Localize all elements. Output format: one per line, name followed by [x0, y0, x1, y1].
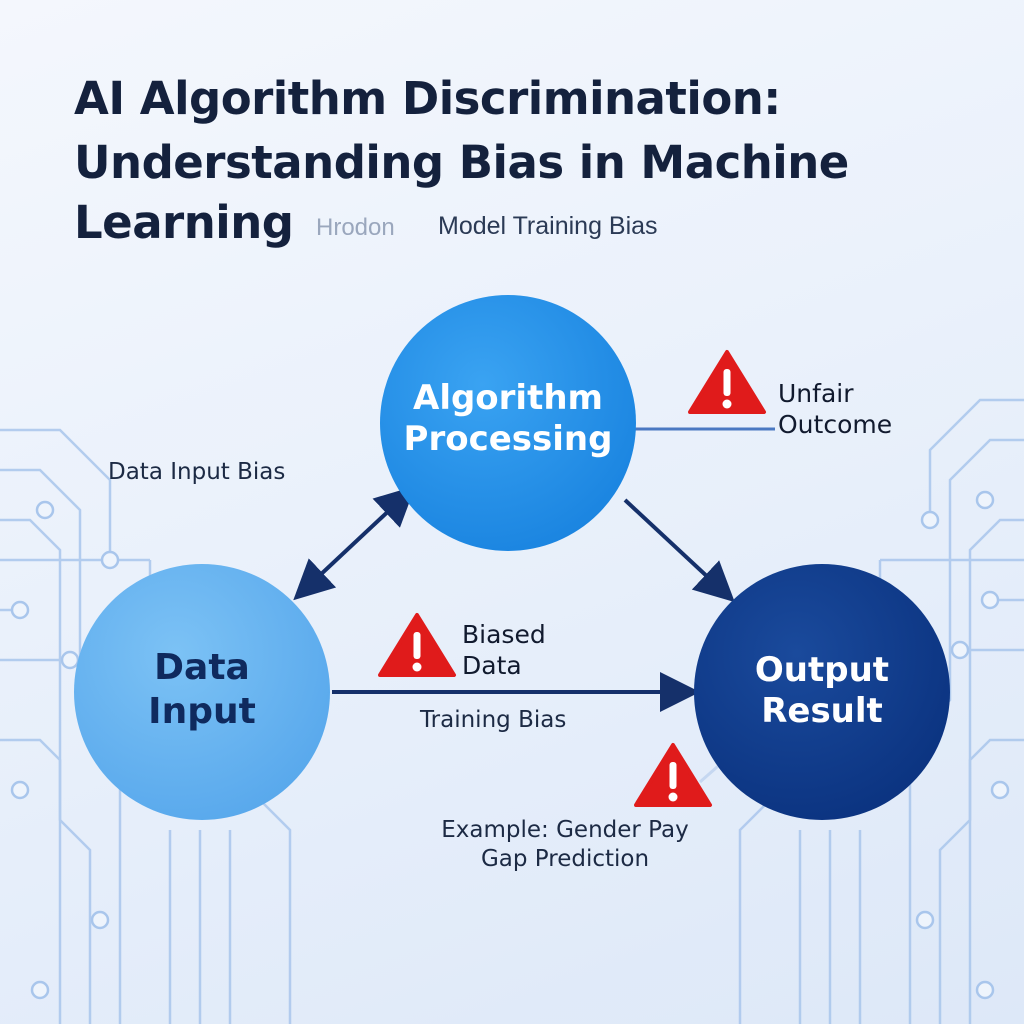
arrow-algorithm-to-output — [623, 498, 735, 603]
node-algorithm-line2: Processing — [403, 419, 613, 460]
node-data-input — [74, 564, 330, 820]
node-output-line1: Output — [754, 650, 890, 690]
node-algorithm-label: Algorithm Processing — [388, 378, 628, 461]
unfair-outcome-label: Unfair Outcome — [778, 378, 892, 441]
example-label: Example: Gender Pay Gap Prediction — [430, 816, 700, 874]
title-line-2: Understanding Bias in Machine — [74, 136, 849, 189]
biased-data-line2: Data — [462, 651, 522, 681]
node-algorithm-processing — [380, 295, 636, 551]
biased-data-line1: Biased — [462, 620, 546, 649]
training-bias-label: Training Bias — [420, 707, 567, 733]
title-line-1: AI Algorithm Discrimination: — [74, 72, 781, 125]
example-line1: Example: Gender Pay — [441, 817, 689, 843]
data-input-bias-label: Data Input Bias — [108, 459, 286, 485]
node-data-input-label: Data Input — [102, 646, 302, 734]
arrow-algorithm-to-data — [293, 485, 416, 601]
unfair-outcome-line2: Outcome — [778, 410, 893, 440]
node-output-line2: Result — [761, 691, 883, 732]
node-algorithm-line1: Algorithm — [413, 378, 603, 418]
node-data-input-line1: Data — [154, 647, 250, 688]
faint-text: Hrodon — [316, 214, 395, 241]
warning-triangle-icon — [378, 613, 456, 677]
node-output-label: Output Result — [722, 650, 922, 733]
warning-triangle-icon — [688, 350, 766, 414]
biased-data-label: Biased Data — [462, 619, 546, 682]
title-line-3: Learning — [74, 196, 294, 249]
warning-triangle-icon — [634, 743, 712, 807]
subtitle: Model Training Bias — [438, 212, 658, 240]
node-output-result — [694, 564, 950, 820]
example-line2: Gap Prediction — [480, 845, 650, 872]
node-data-input-line2: Input — [148, 690, 256, 732]
unfair-outcome-line1: Unfair — [778, 379, 854, 408]
